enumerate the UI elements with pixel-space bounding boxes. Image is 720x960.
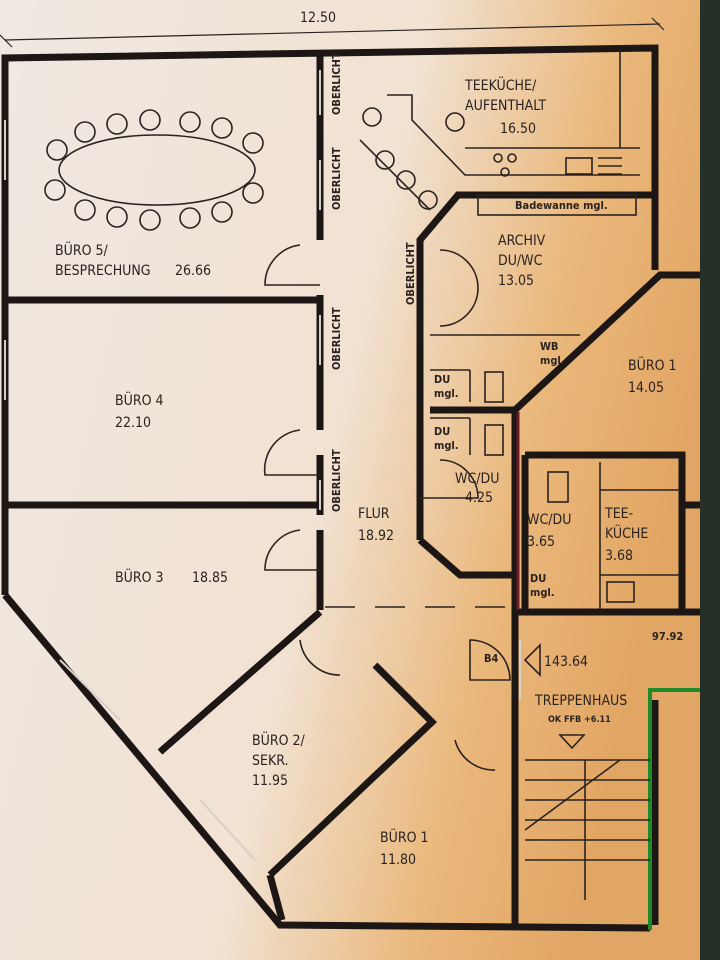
teekueche-area: 16.50 — [500, 121, 536, 137]
buero2-area: 11.95 — [252, 773, 288, 789]
buero2-name2: SEKR. — [252, 753, 288, 769]
buero1-right-name: BÜRO 1 — [628, 356, 677, 374]
buero4-name: BÜRO 4 — [115, 391, 164, 409]
buero5-name2: BESPRECHUNG — [55, 263, 151, 279]
archiv-name: ARCHIV — [498, 233, 546, 249]
svg-text:OBERLICHT: OBERLICHT — [330, 449, 343, 512]
wcdu-right-name: WC/DU — [527, 512, 571, 528]
wcdu-left-area: 4.25 — [465, 490, 493, 506]
svg-text:OBERLICHT: OBERLICHT — [330, 52, 343, 115]
buero5-name: BÜRO 5/ — [55, 241, 109, 259]
svg-text:OBERLICHT: OBERLICHT — [330, 307, 343, 370]
level-143: 143.64 — [544, 654, 588, 670]
flur-area: 18.92 — [358, 528, 394, 544]
du-label-1: DU — [434, 373, 450, 386]
buero1-bottom-name: BÜRO 1 — [380, 828, 429, 846]
wb-label2: mgl. — [540, 354, 565, 367]
buero3-area: 18.85 — [192, 570, 228, 586]
wcdu-left-name: WC/DU — [455, 471, 499, 487]
teekueche-small-area: 3.68 — [605, 548, 633, 564]
dimension-line — [0, 17, 665, 48]
wb-label: WB — [540, 340, 558, 353]
teekueche-name: TEEKÜCHE/ — [464, 76, 537, 94]
du-label-2b: mgl. — [434, 439, 459, 452]
svg-text:OBERLICHT: OBERLICHT — [404, 242, 417, 305]
buero2-name: BÜRO 2/ — [252, 731, 306, 749]
teekueche-small-name: TEE- — [604, 506, 633, 522]
badewanne-label: Badewanne mgl. — [515, 199, 608, 212]
staircase — [523, 643, 650, 900]
archiv-area: 13.05 — [498, 273, 534, 289]
buero1-right-area: 14.05 — [628, 380, 664, 396]
kitchen-counter — [263, 50, 680, 771]
conference-table — [44, 109, 264, 231]
b4-label: B4 — [484, 652, 499, 665]
screen-edge — [700, 0, 720, 960]
svg-text:OBERLICHT: OBERLICHT — [330, 147, 343, 210]
treppenhaus-level: OK FFB +6.11 — [548, 715, 611, 725]
oberlicht-labels: OBERLICHT OBERLICHT OBERLICHT OBERLICHT … — [330, 52, 417, 512]
du-label-2: DU — [434, 425, 450, 438]
teekueche-name2: AUFENTHALT — [465, 98, 546, 114]
du-label-3: DU — [530, 572, 546, 585]
du-label-3b: mgl. — [530, 586, 555, 599]
teekueche-small-name2: KÜCHE — [605, 524, 648, 542]
wcdu-right-area: 3.65 — [527, 534, 555, 550]
buero5-area: 26.66 — [175, 263, 211, 279]
windows — [4, 70, 521, 861]
level-97: 97.92 — [652, 630, 683, 643]
treppenhaus-name: TREPPENHAUS — [534, 693, 627, 709]
du-label-1b: mgl. — [434, 387, 459, 400]
dimension-label: 12.50 — [300, 10, 336, 26]
archiv-name2: DU/WC — [498, 253, 543, 269]
buero1-bottom-area: 11.80 — [380, 852, 416, 868]
buero4-area: 22.10 — [115, 415, 151, 431]
buero3-name: BÜRO 3 — [115, 568, 164, 586]
flur-name: FLUR — [358, 506, 390, 522]
